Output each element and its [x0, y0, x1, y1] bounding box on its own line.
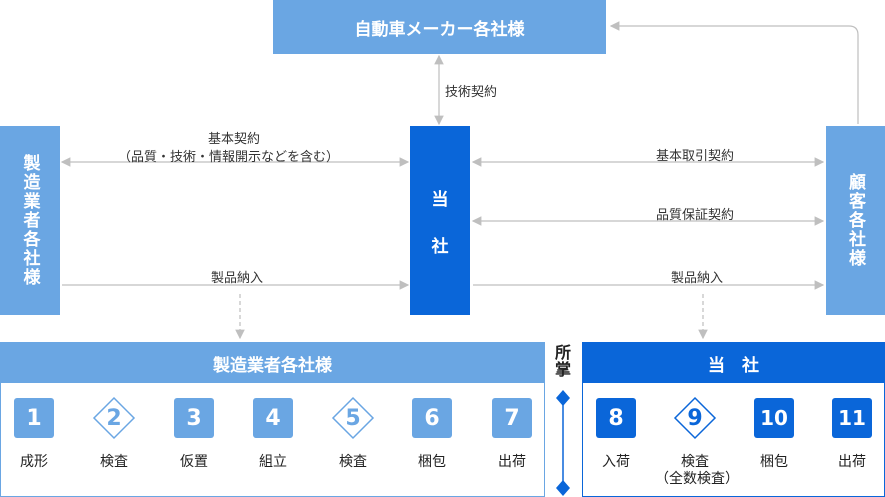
jurisdiction-char-2: 掌: [554, 360, 571, 379]
manufacturer-step-1-label: 成形: [20, 454, 48, 470]
company-char-1: 当: [431, 189, 449, 210]
quality-assurance-label: 品質保証契約: [656, 208, 735, 223]
company-step-9-label: 検査 （全数検査）: [655, 454, 739, 487]
manufacturers-box: 製造業者各社様: [0, 126, 60, 315]
company-step-9-inspection-marker: 9: [673, 396, 717, 440]
company-step-8-label: 入荷: [602, 454, 630, 470]
company-box: 当 社: [410, 126, 470, 315]
manufacturer-step-6-label: 梱包: [418, 454, 446, 470]
manufacturer-step-3-marker: 3: [174, 398, 214, 438]
company-step-11-label: 出荷: [838, 454, 866, 470]
basic-contract-label-1: 基本契約: [208, 132, 261, 147]
company-char-2: 社: [431, 236, 449, 257]
company-step-11-marker: 11: [832, 398, 872, 438]
automakers-box: 自動車メーカー各社様: [273, 0, 606, 54]
manufacturer-step-4-marker: 4: [253, 398, 293, 438]
jurisdiction-top-marker: [556, 390, 570, 406]
company-step-10-label: 梱包: [760, 454, 788, 470]
jurisdiction-label: 所 掌: [552, 344, 574, 378]
manufacturer-step-2-inspection-marker: 2: [92, 396, 136, 440]
manufacturer-step-7-label: 出荷: [498, 454, 526, 470]
tech-contract-label: 技術契約: [445, 85, 498, 100]
company-step-8-marker: 8: [596, 398, 636, 438]
manufacturer-step-6-marker: 6: [412, 398, 452, 438]
manufacturer-step-5-label: 検査: [339, 454, 367, 470]
manufacturer-step-3-label: 仮置: [180, 454, 208, 470]
basic-contract-label-2: （品質・技術・情報開示などを含む）: [118, 150, 340, 165]
basic-trade-label: 基本取引契約: [656, 149, 735, 164]
delivery-left-label: 製品納入: [211, 271, 264, 286]
delivery-right-label: 製品納入: [671, 271, 724, 286]
manufacturer-step-2-label: 検査: [100, 454, 128, 470]
company-step-10-marker: 10: [754, 398, 794, 438]
manufacturer-step-1-marker: 1: [14, 398, 54, 438]
manufacturer-panel-title: 製造業者各社様: [1, 343, 544, 383]
jurisdiction-char-1: 所: [554, 343, 571, 362]
manufacturer-step-5-inspection-marker: 5: [331, 396, 375, 440]
customers-box: 顧客各社様: [826, 126, 885, 315]
feedback-arrow: [609, 21, 859, 124]
company-process-panel: 当 社 8 入荷 9 検査 （全数検査） 10 梱包 11 出荷: [582, 342, 885, 497]
manufacturer-process-panel: 製造業者各社様 1 成形 2 検査 3 仮置 4 組立 5 検査 6 梱包 7 出荷: [0, 342, 545, 497]
manufacturer-step-4-label: 組立: [259, 454, 287, 470]
jurisdiction-bottom-marker: [556, 480, 570, 496]
company-panel-title: 当 社: [583, 343, 884, 383]
manufacturer-step-7-marker: 7: [492, 398, 532, 438]
